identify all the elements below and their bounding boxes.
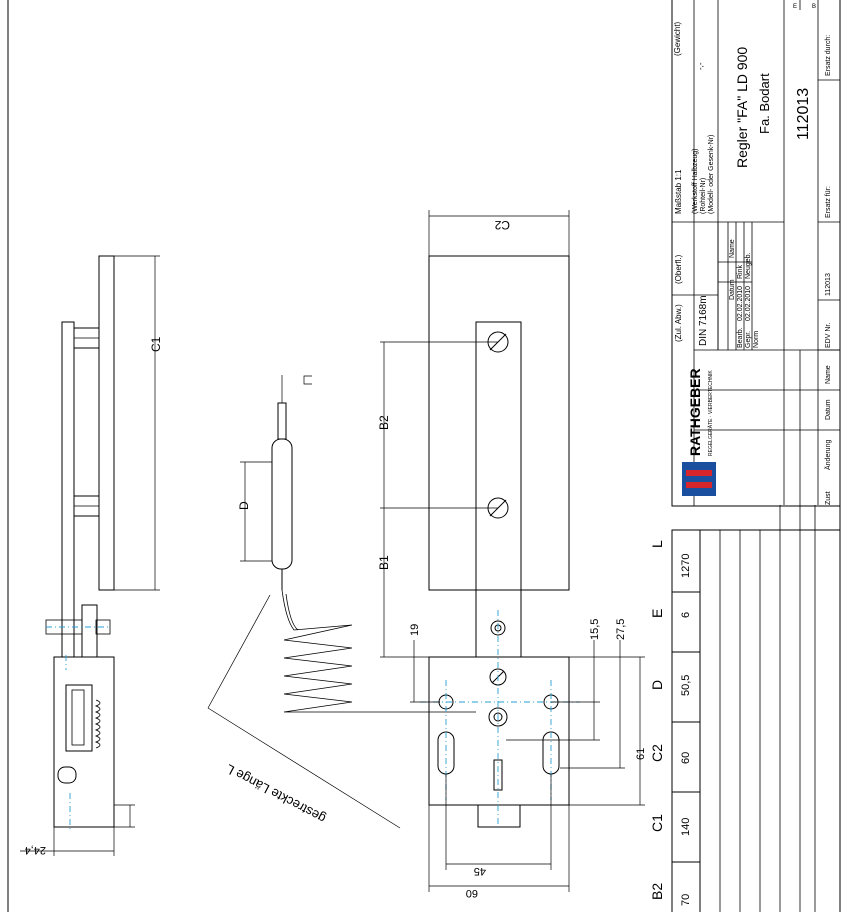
title-block: (Gewicht) -,- Maßstab 1:1 (Werkstoff Hal…: [671, 0, 841, 507]
dim-b2-label: B2: [377, 415, 391, 430]
dim-b1-label: B1: [377, 555, 391, 570]
scale-label: Maßstab 1:1: [674, 169, 683, 214]
raw-part-label: (Rohteil-Nr): [700, 178, 707, 214]
dim-45-label: 45: [474, 865, 486, 877]
row-norm: Norm: [753, 331, 760, 348]
controller-body-side: [53, 656, 115, 828]
rathgeber-logo: RATHGEBER REGELGERÄTE · VIERBERTECHNIK: [682, 368, 716, 496]
probe-capsule: [271, 438, 293, 570]
rev-name: Name: [825, 365, 832, 384]
material-label: (Werkstoff Halbzeug): [692, 149, 699, 215]
bearb-name: Rink: [737, 264, 744, 279]
table-value-c2: 60: [680, 752, 692, 764]
sheet-flag-1: E: [793, 4, 797, 10]
table-value-e: 6: [680, 612, 692, 618]
logo-subtext: REGELGERÄTE · VIERBERTECHNIK: [707, 370, 714, 456]
table-value-c1: 140: [680, 818, 692, 836]
logo-mark: [682, 462, 716, 496]
dim-19-label: 19: [409, 624, 421, 636]
datum-header: Datum: [729, 279, 736, 300]
edv-no: 112013: [825, 273, 832, 296]
table-header-e: E: [649, 609, 665, 618]
dim-61-label: 61: [635, 748, 647, 760]
row-gepr: Gepr.: [745, 331, 752, 348]
heater-plate: [98, 255, 115, 591]
table-header-d: D: [649, 680, 665, 690]
name-header: Name: [729, 239, 736, 258]
dim-27-5-label: 27,5: [615, 619, 627, 640]
edv-label: EDV Nr.: [825, 323, 832, 348]
tolerance-label: (Zul. Abw.): [674, 304, 683, 342]
dimension-table: L E D C2 C1 B2 1270 6 50,5 60 140 70: [649, 505, 841, 912]
weight-value: -,-: [696, 62, 705, 70]
part-title: Regler "FA" LD 900: [734, 47, 750, 168]
side-view: C1 24,4: [20, 255, 163, 856]
mounting-bracket: [475, 321, 522, 658]
rev-aenderung: Änderung: [824, 440, 832, 470]
dim-c1-label: C1: [149, 336, 163, 352]
length-note: gestreckte Länge L: [223, 761, 328, 826]
controller-body: [428, 656, 570, 806]
gepr-date: 02.02.2010: [745, 286, 752, 321]
dim-c2-top-label: C2: [494, 218, 510, 232]
company-name: Fa. Bodart: [757, 73, 772, 134]
standard-label: DIN 7168m: [698, 295, 709, 346]
table-header-l: L: [649, 540, 665, 548]
table-header-b2: B2: [649, 883, 665, 900]
drawing-number: 112013: [795, 88, 812, 140]
sensor-probe: D gestreckte Länge L: [207, 375, 476, 829]
logo-text: RATHGEBER: [687, 368, 703, 456]
dim-15-5-label: 15,5: [589, 619, 601, 640]
sheet-flag-2: B: [812, 4, 816, 10]
dim-d-label: D: [237, 501, 251, 510]
ersatz-durch: Ersatz durch:: [825, 35, 832, 76]
drawing-frame: [7, 0, 841, 912]
table-value-l: 1270: [680, 554, 692, 578]
weight-label: (Gewicht): [673, 21, 682, 56]
table-value-b2: 70: [680, 894, 692, 906]
table-header-c1: C1: [649, 814, 665, 832]
table-header-c2: C2: [649, 744, 665, 762]
dim-60-label: 60: [466, 887, 478, 899]
front-view: C2 B2 B1 19 15,5 27,5 61 45 60: [377, 210, 647, 899]
rev-datum: Datum: [825, 399, 832, 420]
heater-element: [428, 255, 570, 591]
mounting-bar: [61, 321, 75, 658]
rev-zust: Zust: [825, 491, 832, 505]
table-value-d: 50,5: [680, 675, 692, 696]
model-label: (Modell- oder Gesenk-Nr): [708, 135, 715, 214]
bearb-date: 02.02.2010: [737, 286, 744, 321]
dim-24-4-label: 24,4: [25, 844, 46, 856]
surface-label: (Oberfl.): [674, 254, 683, 284]
capillary-coil: [281, 589, 476, 713]
row-bearb: Bearb.: [737, 327, 744, 348]
ersatz-fuer: Ersatz für:: [825, 186, 832, 218]
gepr-name: Neugeb.: [745, 252, 752, 279]
